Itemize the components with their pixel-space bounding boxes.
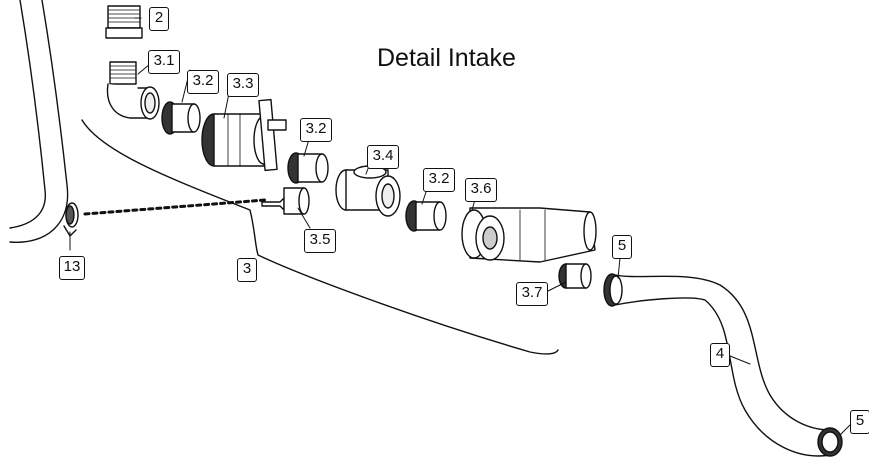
part-3-2-b (287, 152, 329, 184)
part-3-3 (201, 98, 287, 172)
callout-4: 4 (710, 343, 730, 367)
part-2 (105, 5, 143, 39)
left-hose (9, 0, 69, 243)
part-13 (63, 202, 79, 237)
callout-2: 2 (149, 7, 169, 31)
part-3-2-a (161, 101, 201, 135)
part-3-1 (106, 61, 160, 120)
callout-5-a: 5 (612, 235, 632, 259)
callout-3-3: 3.3 (227, 73, 259, 97)
callout-3-2-c: 3.2 (423, 168, 455, 192)
callout-3-7: 3.7 (516, 282, 548, 306)
dashed-connection (83, 198, 267, 216)
callout-3: 3 (237, 258, 257, 282)
part-5-clamp-b (817, 427, 843, 457)
callout-3-2-a: 3.2 (187, 70, 219, 94)
bracket-3 (81, 119, 559, 355)
part-3-5 (261, 187, 310, 215)
part-3-2-c (405, 200, 447, 232)
callout-3-4: 3.4 (367, 145, 399, 169)
callout-3-5: 3.5 (304, 229, 336, 253)
callout-13: 13 (59, 256, 85, 280)
part-3-6 (461, 207, 597, 263)
part-3-7 (558, 263, 592, 289)
callout-3-6: 3.6 (465, 178, 497, 202)
part-5-clamp-a (603, 273, 623, 307)
callout-3-1: 3.1 (148, 50, 180, 74)
part-3-4 (335, 165, 401, 217)
callout-3-2-b: 3.2 (300, 118, 332, 142)
diagram-title: Detail Intake (377, 44, 516, 72)
callout-5-b: 5 (850, 410, 869, 434)
